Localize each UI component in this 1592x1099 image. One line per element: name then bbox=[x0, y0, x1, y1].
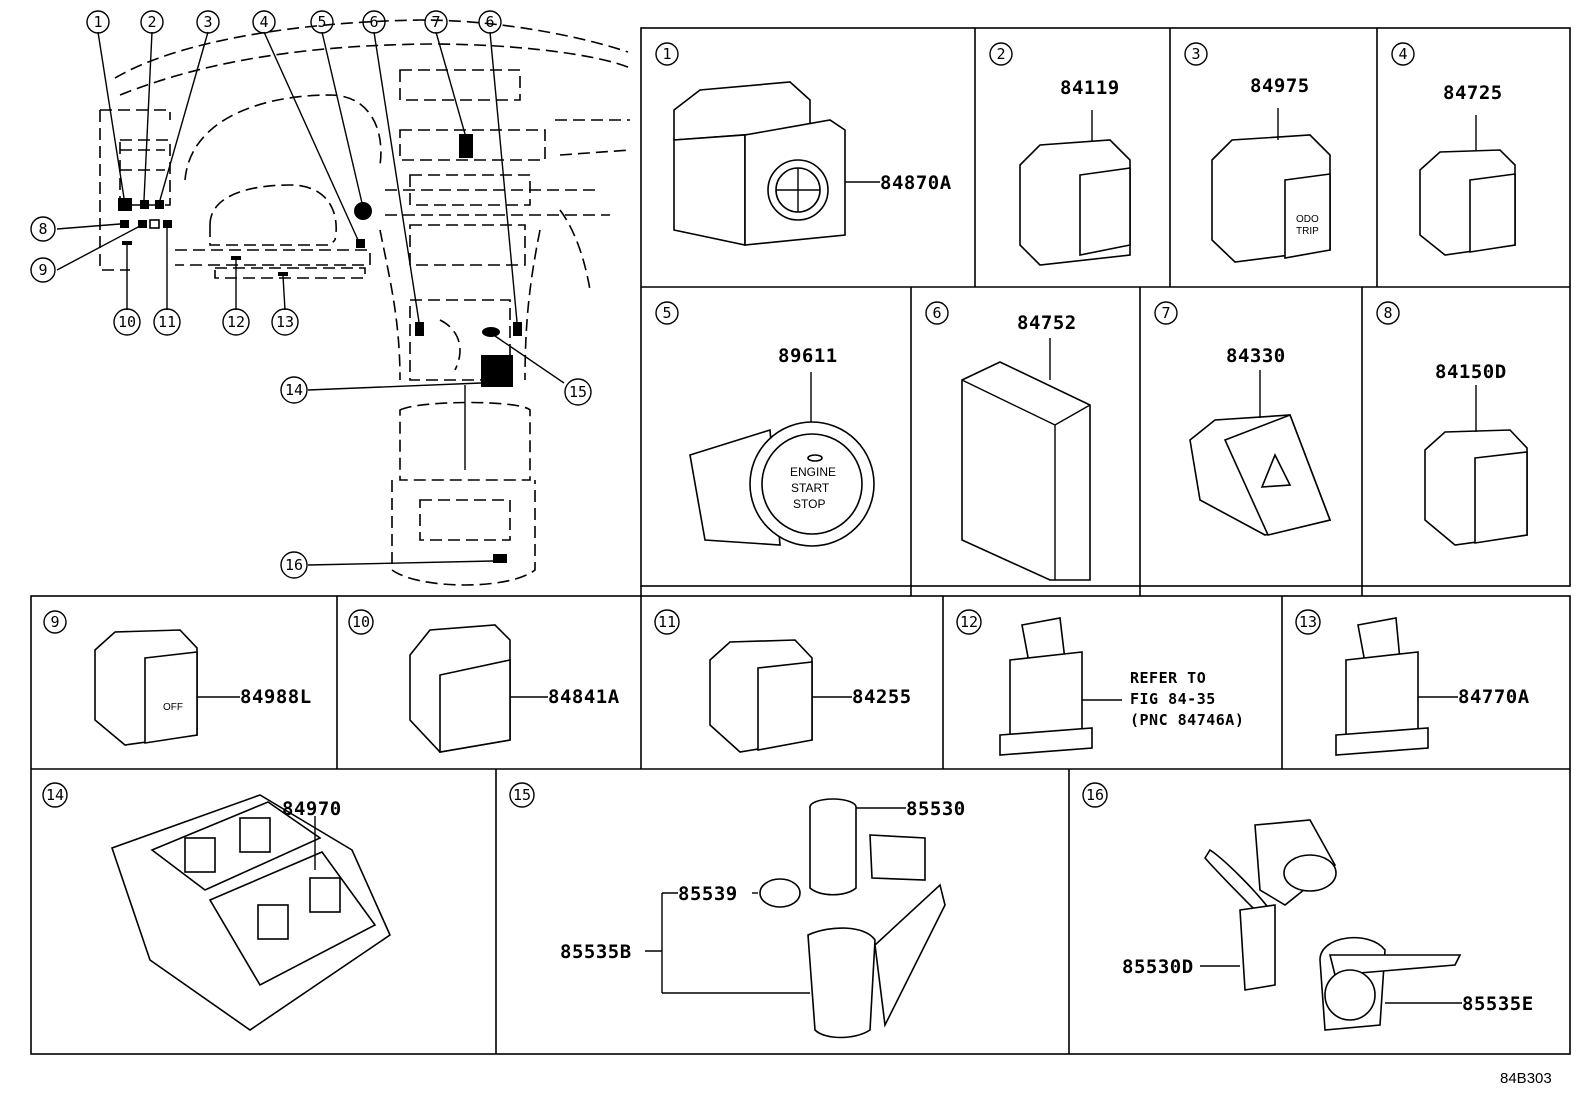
off-label: OFF bbox=[163, 702, 183, 713]
callout-11: 11 bbox=[158, 313, 176, 331]
panel-number-9: 9 bbox=[50, 613, 59, 631]
odo-label: ODO bbox=[1296, 214, 1319, 225]
panel-number-1: 1 bbox=[662, 45, 671, 63]
connector-switch-84770A bbox=[1335, 617, 1458, 756]
part-85539: 85539 bbox=[678, 883, 738, 905]
part-84752: 84752 bbox=[1017, 312, 1077, 334]
switch-84975: ODO TRIP bbox=[1211, 108, 1331, 263]
callout-15: 15 bbox=[569, 383, 587, 401]
part-84988L: 84988L bbox=[240, 686, 312, 708]
callout-16: 16 bbox=[285, 556, 303, 574]
callout-12: 12 bbox=[227, 313, 245, 331]
stop-label: STOP bbox=[793, 497, 825, 511]
callout-2: 2 bbox=[147, 13, 156, 31]
start-label: START bbox=[791, 481, 830, 495]
overview-callout-labels: 1 2 3 4 5 6 7 6 8 9 10 11 12 13 14 15 16 bbox=[38, 13, 587, 574]
callout-4: 4 bbox=[259, 13, 268, 31]
trip-label: TRIP bbox=[1296, 226, 1319, 237]
connector-switch-fig84-35 bbox=[999, 617, 1122, 756]
mirror-switch-84870A bbox=[673, 81, 880, 246]
callout-9: 9 bbox=[38, 261, 47, 279]
reference-note-line-1: REFER TO bbox=[1130, 669, 1206, 687]
callout-6a: 6 bbox=[369, 13, 378, 31]
panel-number-10: 10 bbox=[352, 613, 370, 631]
reference-note-line-2: FIG 84-35 bbox=[1130, 690, 1216, 708]
overview-switch-markers bbox=[118, 134, 522, 563]
part-85535B: 85535B bbox=[560, 941, 632, 963]
part-89611: 89611 bbox=[778, 345, 838, 367]
part-85530: 85530 bbox=[906, 798, 966, 820]
callout-5: 5 bbox=[317, 13, 326, 31]
switch-84725 bbox=[1419, 115, 1516, 256]
part-85535E: 85535E bbox=[1462, 993, 1534, 1015]
callout-8: 8 bbox=[38, 220, 47, 238]
panel-number-12: 12 bbox=[960, 613, 978, 631]
switch-84150D bbox=[1424, 385, 1528, 546]
callout-13: 13 bbox=[276, 313, 294, 331]
part-85530D: 85530D bbox=[1122, 956, 1194, 978]
callout-10: 10 bbox=[118, 313, 136, 331]
part-84975: 84975 bbox=[1250, 75, 1310, 97]
figure-code: 84B303 bbox=[1500, 1070, 1552, 1087]
switch-84988L: OFF bbox=[94, 629, 240, 746]
panel-number-3: 3 bbox=[1191, 45, 1200, 63]
callout-6b: 6 bbox=[485, 13, 494, 31]
panel-number-11: 11 bbox=[658, 613, 676, 631]
part-84330: 84330 bbox=[1226, 345, 1286, 367]
overview-leaders bbox=[56, 31, 565, 566]
engine-label: ENGINE bbox=[790, 465, 836, 479]
panel-number-14: 14 bbox=[46, 786, 64, 804]
panel-number-16: 16 bbox=[1086, 786, 1104, 804]
panel-number-4: 4 bbox=[1398, 45, 1407, 63]
part-84770A: 84770A bbox=[1458, 686, 1530, 708]
power-outlet-85530D-group bbox=[1200, 819, 1462, 1031]
panel-number-5: 5 bbox=[662, 304, 671, 322]
dashboard-overview bbox=[99, 19, 631, 586]
reference-note-line-3: (PNC 84746A) bbox=[1130, 711, 1244, 729]
panel-number-2: 2 bbox=[996, 45, 1005, 63]
panel-number-7: 7 bbox=[1161, 304, 1170, 322]
callout-circles bbox=[30, 10, 1415, 808]
module-84752 bbox=[961, 338, 1091, 581]
callout-1: 1 bbox=[93, 13, 102, 31]
callout-3: 3 bbox=[203, 13, 212, 31]
reference-note: REFER TO FIG 84-35 (PNC 84746A) bbox=[1130, 669, 1244, 729]
callout-14: 14 bbox=[285, 381, 303, 399]
panel-number-6: 6 bbox=[932, 304, 941, 322]
part-84119: 84119 bbox=[1060, 77, 1120, 99]
panel-grid bbox=[30, 27, 1571, 1055]
engine-start-button-89611: ENGINE START STOP bbox=[689, 372, 875, 547]
part-number-labels: 84870A 84119 84975 84725 89611 84752 843… bbox=[240, 75, 1534, 1015]
part-84870A: 84870A bbox=[880, 172, 952, 194]
part-84150D: 84150D bbox=[1435, 361, 1507, 383]
seat-switch-84970 bbox=[110, 794, 392, 1031]
hazard-switch-84330 bbox=[1189, 370, 1332, 536]
power-outlet-85530-group bbox=[645, 798, 946, 1039]
panel-number-labels: 1 2 3 4 5 6 7 8 9 10 11 12 13 14 15 16 bbox=[46, 45, 1408, 804]
part-84970: 84970 bbox=[282, 798, 342, 820]
switch-84119 bbox=[1019, 110, 1131, 266]
part-84725: 84725 bbox=[1443, 82, 1503, 104]
panel-number-15: 15 bbox=[513, 786, 531, 804]
callout-7: 7 bbox=[431, 13, 440, 31]
panel-number-8: 8 bbox=[1383, 304, 1392, 322]
panel-number-13: 13 bbox=[1299, 613, 1317, 631]
switch-84841A bbox=[409, 624, 548, 753]
part-84841A: 84841A bbox=[548, 686, 620, 708]
switch-84255 bbox=[709, 639, 852, 753]
part-84255: 84255 bbox=[852, 686, 912, 708]
